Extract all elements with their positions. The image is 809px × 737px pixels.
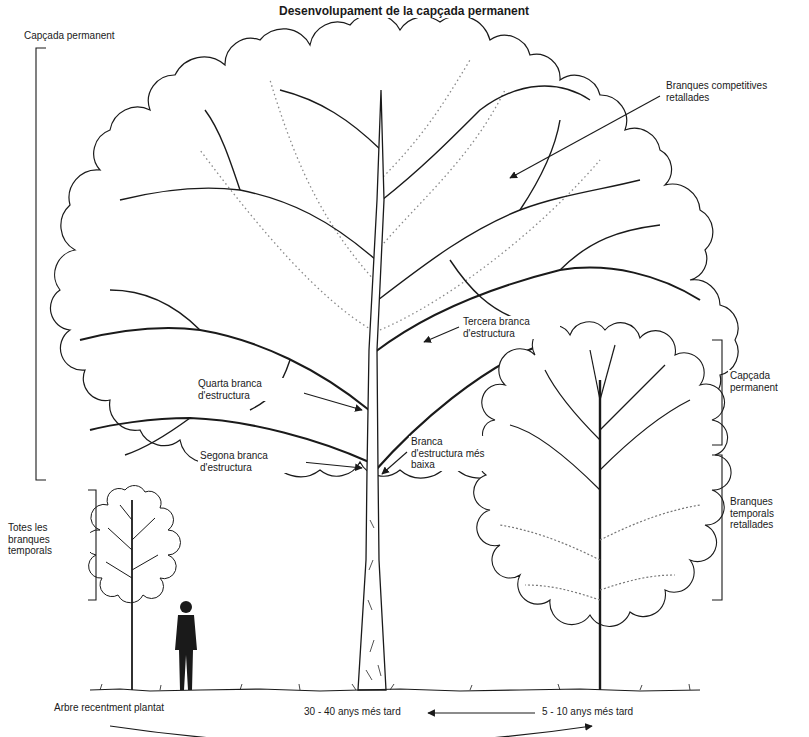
- grass-tufts: [100, 684, 690, 690]
- callout-label: Segona branca d'estructura: [198, 450, 306, 473]
- crown-label: Capçada permanent: [22, 30, 117, 42]
- callout-label: Branca d'estructura més baixa: [409, 436, 498, 471]
- callout-label: Tercera branca d'estructura: [461, 316, 560, 339]
- bark-marks: [366, 520, 381, 680]
- ground-line: [90, 689, 700, 691]
- young-crown-outline: [474, 322, 731, 627]
- brackets: [36, 48, 722, 600]
- leader-arrows: [110, 96, 660, 737]
- diagram-title: Desenvolupament de la capçada permanent: [277, 4, 531, 18]
- crown-label: Capçada permanent: [728, 370, 804, 393]
- new-tree-crown-outline: [85, 486, 180, 603]
- stage-label: Arbre recentment plantat: [52, 702, 166, 714]
- crown-label: Branques temporals retallades: [728, 496, 804, 531]
- mature-trunk: [358, 90, 386, 690]
- callout-label: Branques competitives retallades: [664, 80, 778, 103]
- stage-label: 30 - 40 anys més tard: [302, 706, 403, 718]
- stage-label: 5 - 10 anys més tard: [540, 706, 635, 718]
- callout-label: Quarta branca d'estructura: [196, 378, 304, 401]
- new-tree-branches: [106, 500, 158, 690]
- crown-label: Totes les branques temporals: [6, 522, 90, 557]
- person-silhouette: [175, 601, 197, 690]
- young-branches: [500, 345, 700, 690]
